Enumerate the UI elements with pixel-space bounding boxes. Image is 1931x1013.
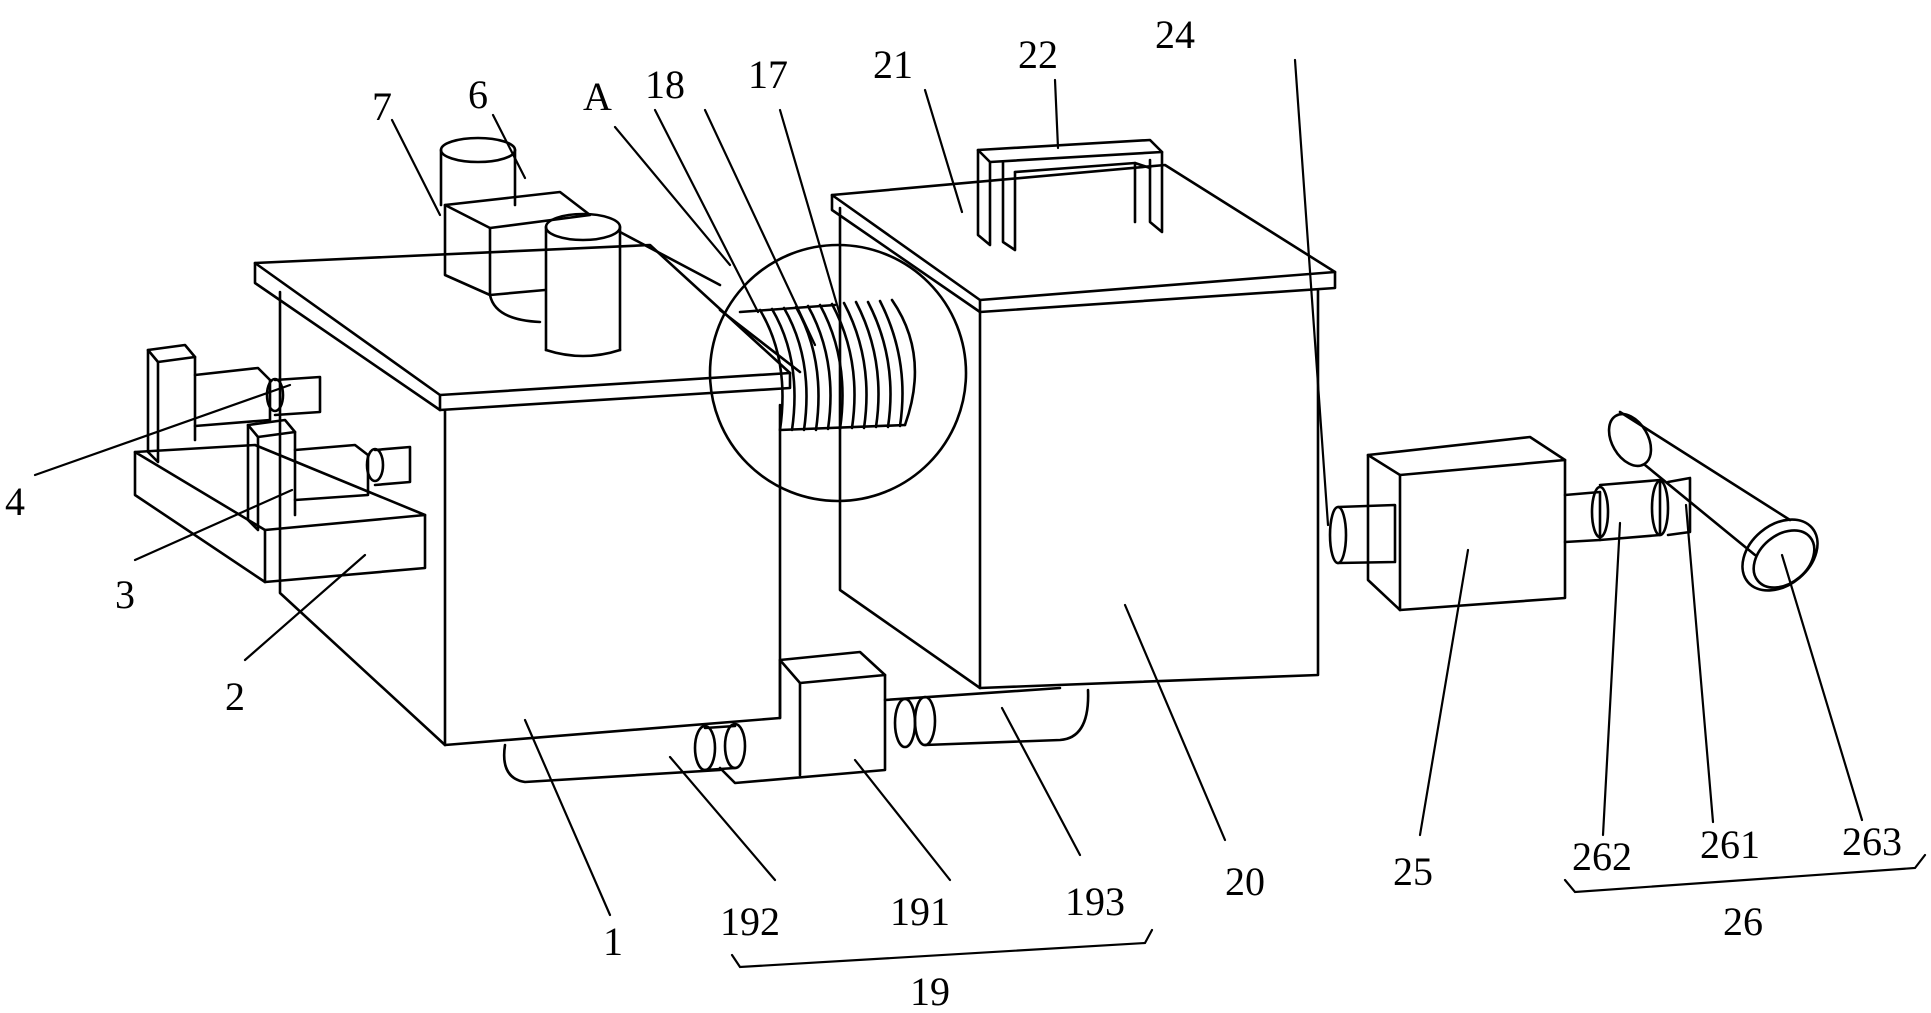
side-base-2 (133, 443, 427, 584)
group-bracket-19 (730, 928, 1154, 969)
label-263: 263 (1842, 819, 1902, 864)
label-19: 19 (910, 969, 950, 1013)
label-17: 17 (748, 52, 788, 97)
label-261: 261 (1700, 822, 1760, 867)
label-a: A (583, 74, 612, 119)
label-24: 24 (1155, 12, 1195, 57)
right-tank (830, 163, 1337, 690)
handle-22 (976, 138, 1164, 252)
pipe-26 (1563, 410, 1819, 592)
connector-box-7 (443, 190, 592, 324)
label-21: 21 (873, 42, 913, 87)
label-193: 193 (1065, 879, 1125, 924)
label-22: 22 (1018, 32, 1058, 77)
bellows-18 (718, 298, 917, 432)
pump-191 (718, 650, 887, 785)
clamp-3 (246, 418, 412, 532)
label-6: 6 (468, 72, 488, 117)
label-192: 192 (720, 899, 780, 944)
label-1: 1 (603, 919, 623, 964)
outlet-24 (1328, 503, 1397, 565)
pump-25 (1366, 435, 1567, 612)
label-262: 262 (1572, 834, 1632, 879)
clamp-4 (146, 343, 322, 464)
label-18: 18 (645, 62, 685, 107)
label-25: 25 (1393, 849, 1433, 894)
label-2: 2 (225, 674, 245, 719)
detail-circle-a (708, 243, 968, 503)
label-3: 3 (115, 572, 135, 617)
label-7: 7 (372, 84, 392, 129)
top-pipe-8 (544, 212, 722, 358)
label-20: 20 (1225, 859, 1265, 904)
label-4: 4 (5, 479, 25, 524)
group-bracket-26 (1563, 853, 1927, 894)
label-26: 26 (1723, 899, 1763, 944)
leader-lines (33, 58, 1864, 917)
left-tank (253, 243, 792, 747)
top-pipe-6 (439, 136, 517, 207)
label-191: 191 (890, 889, 950, 934)
pipe-192 (502, 722, 747, 784)
pipe-193 (883, 686, 1090, 749)
